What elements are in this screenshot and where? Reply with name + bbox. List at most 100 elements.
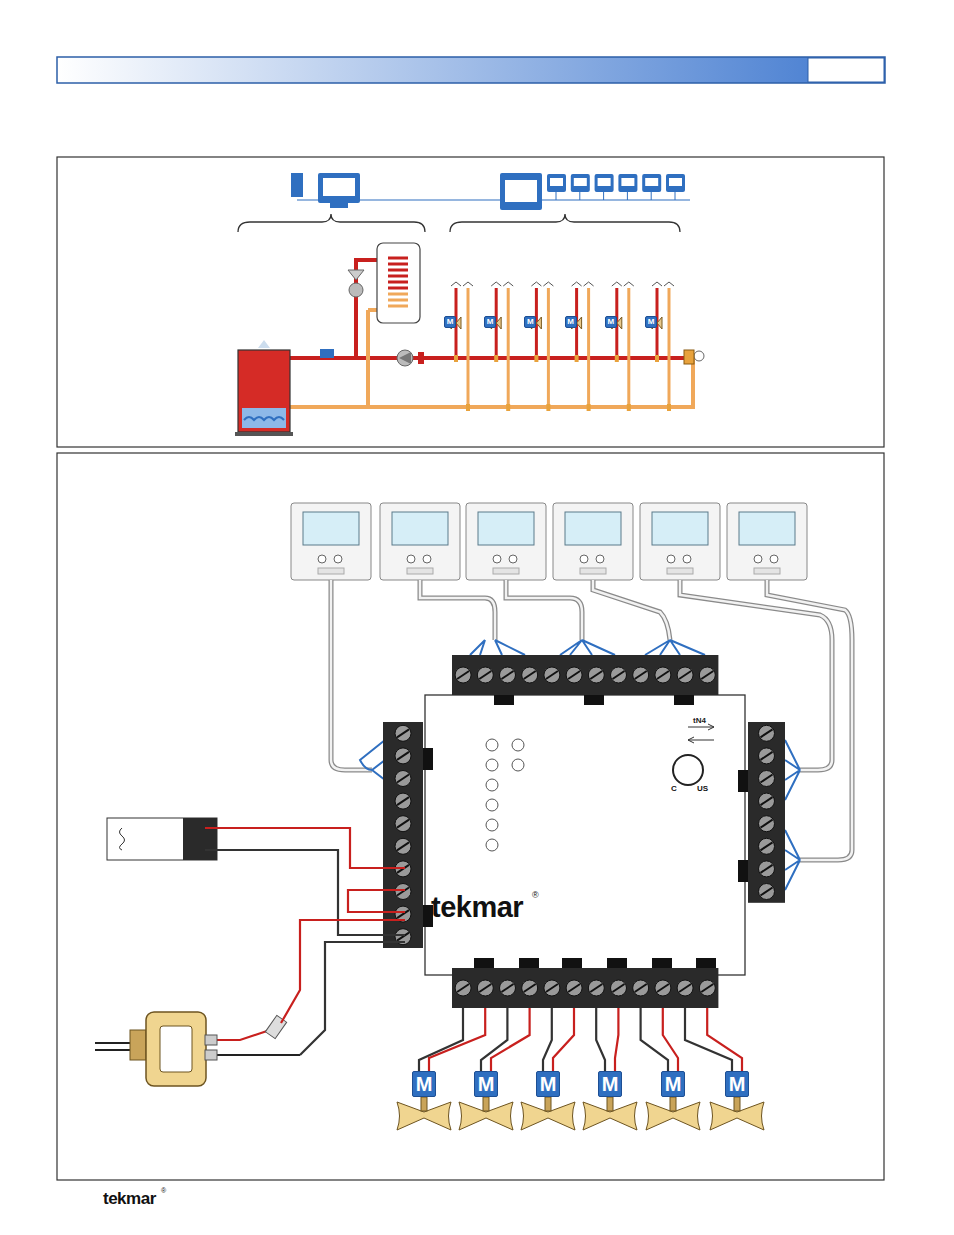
drawing-part	[566, 980, 582, 996]
actuator-box: M	[444, 316, 456, 328]
drawing-part	[761, 842, 773, 850]
drawing-part	[481, 1008, 507, 1071]
drawing-part	[281, 920, 405, 1023]
drawing-part	[651, 192, 652, 200]
drawing-part	[545, 1097, 551, 1111]
drawing-part	[491, 282, 513, 286]
actuator-letter: M	[648, 318, 655, 326]
drawing-part	[235, 432, 293, 436]
drawing-part	[761, 775, 773, 783]
drawing-part	[399, 352, 411, 364]
drawing-part	[318, 568, 344, 574]
drawing-part	[423, 748, 433, 770]
drawing-part	[505, 180, 537, 202]
drawing-part	[596, 555, 604, 563]
csa-mark-text: C	[671, 785, 677, 793]
drawing-part	[754, 555, 762, 563]
drawing-part	[506, 580, 582, 640]
drawing-part	[593, 580, 670, 640]
drawing-part	[655, 980, 671, 996]
drawing-part	[546, 984, 558, 992]
drawing-part	[640, 503, 720, 580]
drawing-part	[258, 340, 270, 348]
drawing-part	[331, 580, 372, 770]
drawing-part	[633, 667, 649, 683]
drawing-part	[546, 671, 558, 679]
drawing-part	[451, 282, 473, 286]
drawing-part	[615, 355, 619, 362]
drawing-part	[657, 671, 669, 679]
drawing-part	[560, 640, 615, 655]
header-tab	[808, 58, 884, 82]
drawing-part	[395, 748, 411, 764]
drawing-part	[524, 671, 536, 679]
drawing-part	[707, 1008, 742, 1071]
drawing-part	[607, 958, 627, 968]
drawing-part	[694, 351, 704, 361]
indirect-tank	[377, 243, 420, 323]
zone-valves	[397, 1008, 764, 1130]
drawing-part	[397, 842, 409, 850]
drawing-part	[303, 512, 359, 545]
drawing-part	[611, 667, 627, 683]
drawing-part	[699, 980, 715, 996]
drawing-part	[366, 310, 370, 407]
drawing-part	[397, 797, 409, 805]
sensor	[107, 818, 217, 860]
drawing-part	[580, 568, 606, 574]
drawing-part	[574, 178, 587, 186]
actuator-letter: M	[487, 318, 494, 326]
drawing-part	[566, 667, 582, 683]
drawing-part	[759, 748, 775, 764]
actuator-box: M	[661, 1071, 685, 1097]
drawing-part	[652, 512, 708, 545]
drawing-part	[429, 1008, 485, 1071]
drawing-part	[627, 288, 630, 407]
drawing-part	[477, 667, 493, 683]
drawing-part	[522, 667, 538, 683]
drawing-part	[486, 739, 498, 751]
drawing-part	[652, 282, 674, 286]
drawing-part	[407, 568, 433, 574]
network	[291, 173, 690, 210]
drawing-part	[667, 404, 671, 411]
drawing-part	[120, 828, 125, 850]
zone-piping	[451, 282, 674, 411]
actuator-letter: M	[729, 1074, 746, 1094]
drawing-part	[534, 355, 538, 362]
drawing-part	[590, 984, 602, 992]
drawing-part	[502, 671, 514, 679]
drawing-part	[242, 408, 286, 428]
drawing-part	[320, 349, 334, 358]
drawing-part	[645, 178, 658, 186]
drawing-part	[397, 888, 409, 896]
bracket	[450, 214, 680, 232]
drawing-part	[667, 555, 675, 563]
drawing-part	[759, 816, 775, 832]
drawing-part	[701, 671, 713, 679]
drawing-part	[588, 667, 604, 683]
drawing-part	[491, 1008, 530, 1071]
drawing-part	[493, 555, 501, 563]
drawing-part	[593, 580, 670, 640]
drawing-part	[579, 192, 580, 200]
drawing-part	[652, 958, 672, 968]
actuator-letter: M	[478, 1074, 495, 1094]
actuator-box: M	[565, 316, 577, 328]
drawing-part	[668, 288, 671, 407]
header-bar	[57, 57, 885, 83]
drawing-part	[238, 350, 290, 432]
drawing-part	[360, 740, 385, 780]
drawing-part	[684, 350, 694, 364]
drawing-part	[348, 270, 364, 280]
drawing-part	[685, 1008, 732, 1071]
drawing-part	[506, 404, 510, 411]
drawing-part	[479, 984, 491, 992]
drawing-part	[761, 888, 773, 896]
drawing-part	[618, 174, 637, 192]
drawing-part	[739, 512, 795, 545]
drawing-part	[506, 580, 582, 640]
drawing-part	[392, 512, 448, 545]
wiring	[205, 828, 405, 1055]
